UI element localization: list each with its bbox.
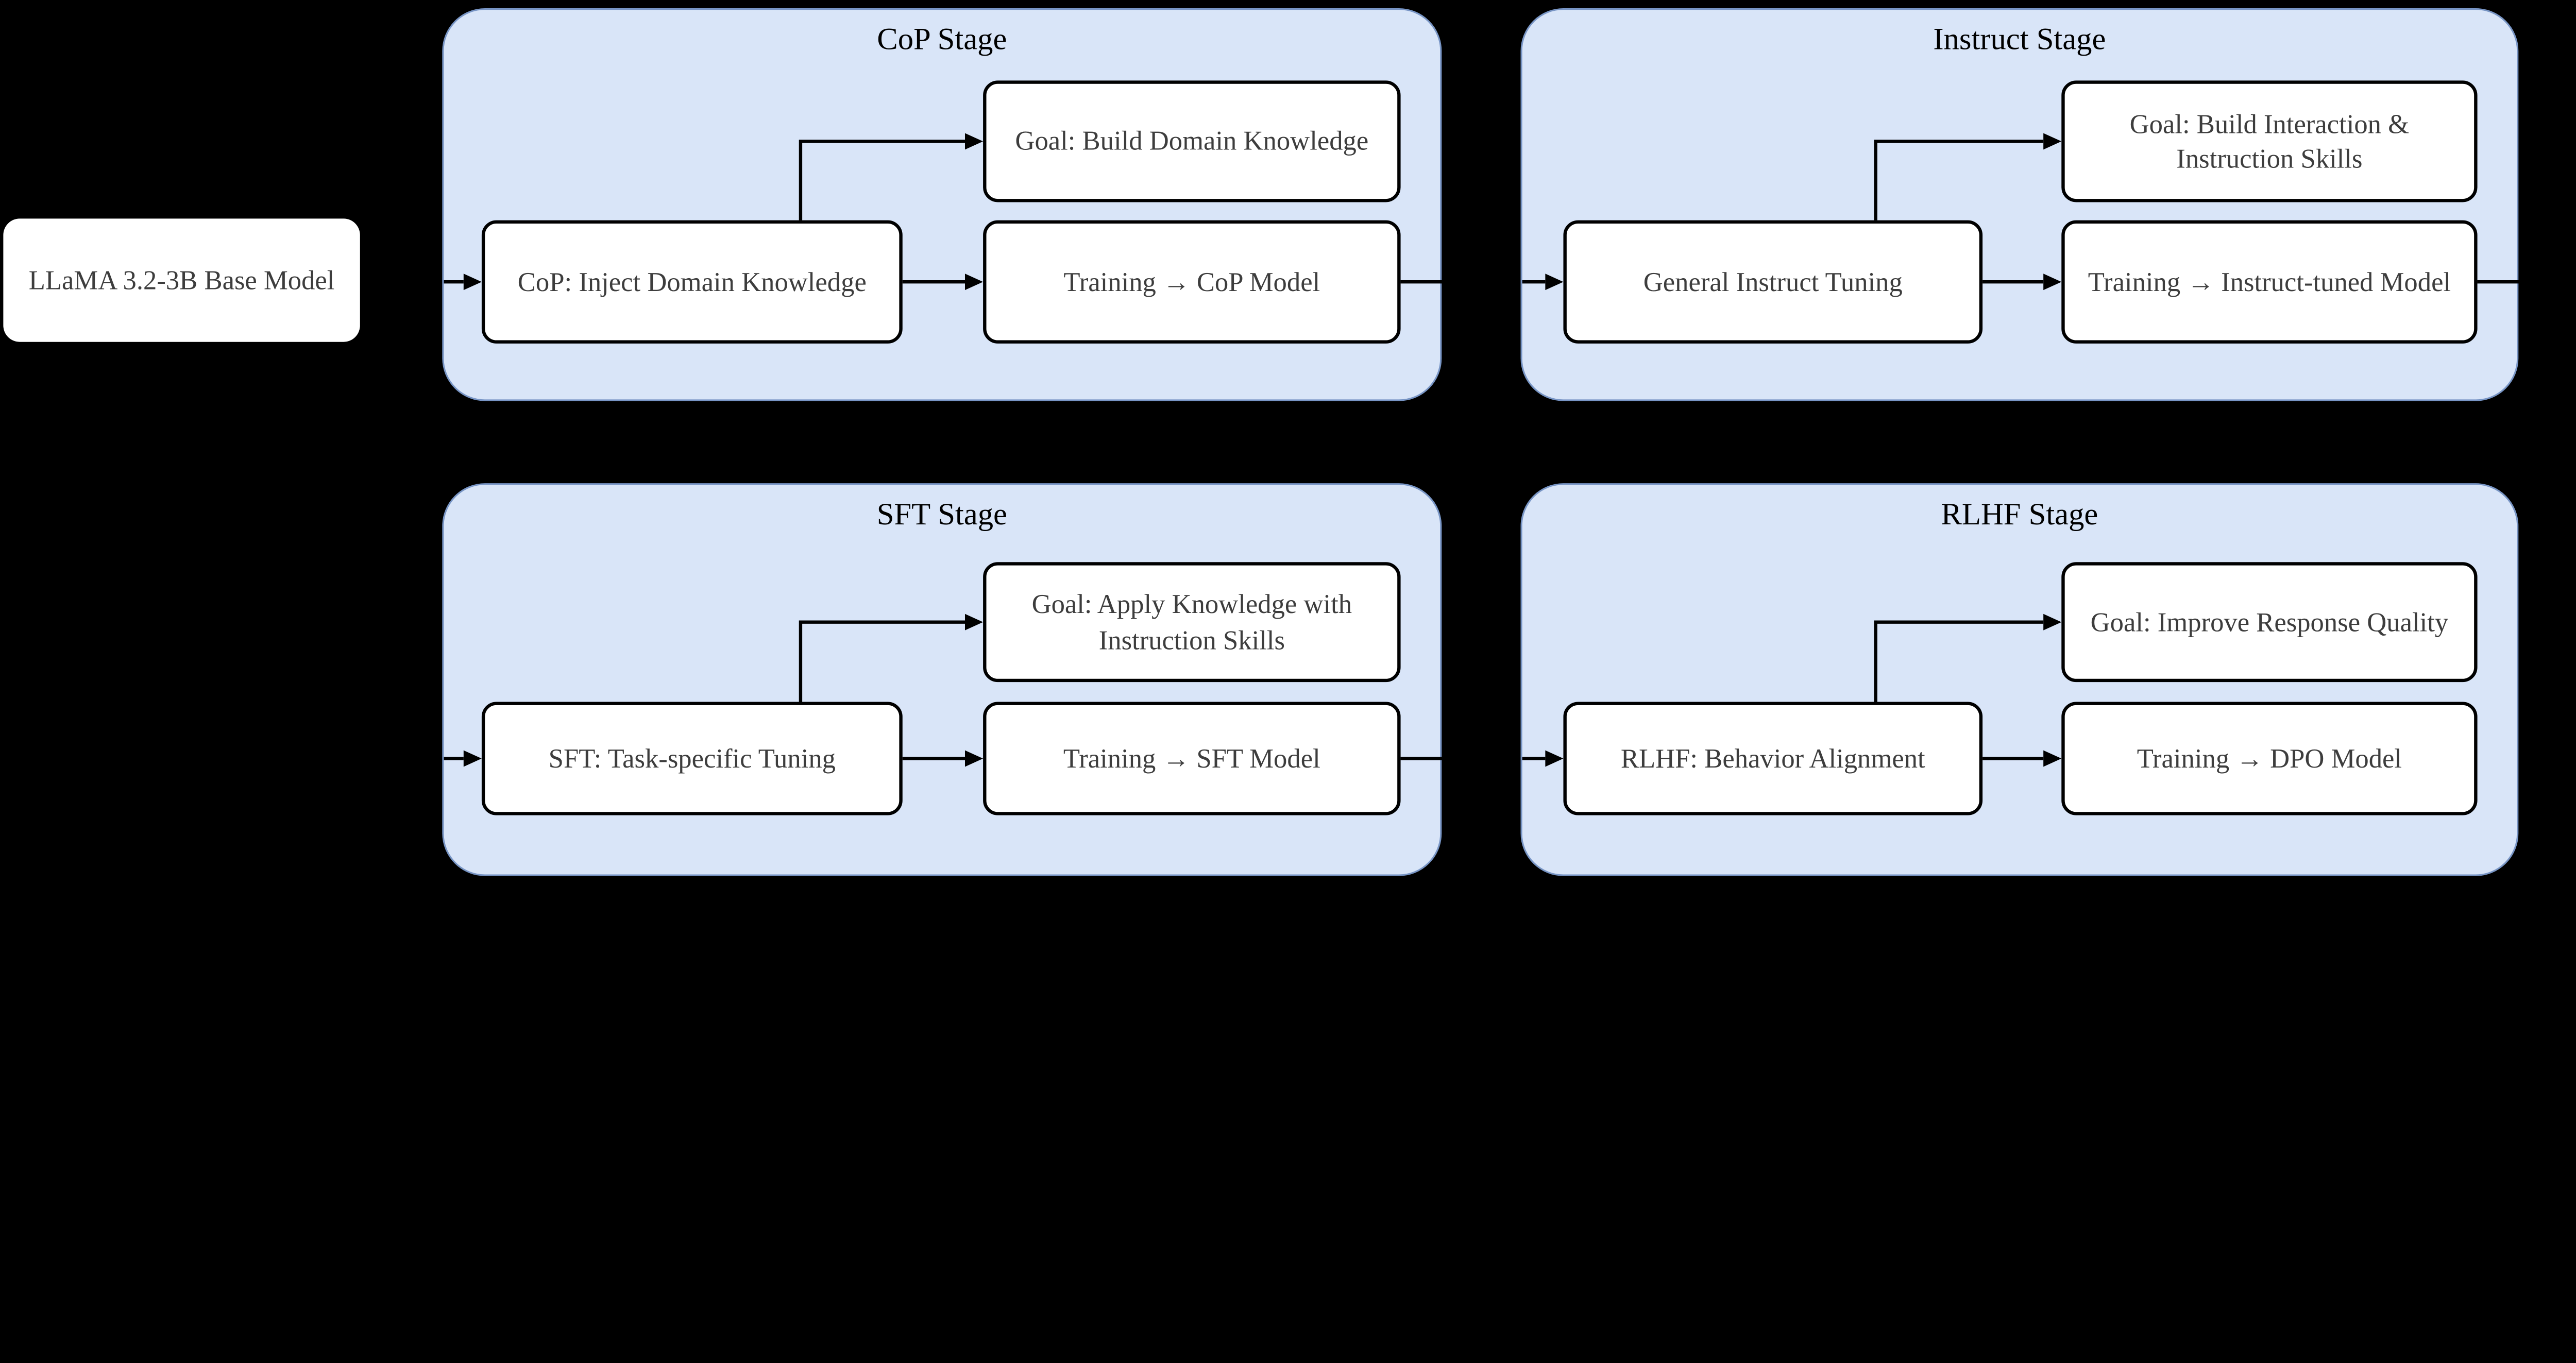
edge-elbow-to-goal-line [1874,140,2044,220]
base-model-node: LLaMA 3.2-3B Base Model [3,218,360,342]
node-sft-goal: Goal: Apply Knowledge with Instruction S… [983,562,1401,683]
stage-sft: SFT Stage SFT: Task-specific Tuning Goal… [442,483,1444,876]
edge-main-to-training-arrowhead [2043,750,2062,767]
edge-elbow-to-goal-line [1874,620,2044,702]
node-cop-training-label: Training → CoP Model [1063,266,1320,297]
flowchart-canvas: LLaMA 3.2-3B Base Model CoP Stage CoP: I… [3,8,2520,876]
edge-entry-arrowhead [463,750,482,767]
stage-cop-edges [444,133,1444,291]
node-cop-goal: Goal: Build Domain Knowledge [983,80,1401,202]
node-cop-goal-label: Goal: Build Domain Knowledge [1015,125,1369,157]
node-sft-training-label: Training → SFT Model [1063,742,1320,774]
node-cop-main: CoP: Inject Domain Knowledge [481,220,903,344]
node-instruct-training-label: Training → Instruct-tuned Model [2088,266,2451,297]
node-sft-main: SFT: Task-specific Tuning [481,702,903,815]
node-rlhf-main-label: RLHF: Behavior Alignment [1620,742,1925,774]
node-instruct-goal: Goal: Build Interaction & Instruction Sk… [2061,80,2478,202]
stage-cop-title: CoP Stage [877,23,1007,58]
node-sft-main-label: SFT: Task-specific Tuning [548,742,836,774]
node-instruct-main-label: General Instruct Tuning [1643,266,1903,297]
node-sft-training: Training → SFT Model [983,702,1401,815]
edge-main-to-training-arrowhead [2043,274,2062,291]
edge-entry-arrowhead [1545,274,1564,291]
edge-elbow-to-goal-arrowhead [965,614,984,631]
node-rlhf-goal: Goal: Improve Response Quality [2061,562,2478,683]
stage-cop: CoP Stage CoP: Inject Domain Knowledge G… [442,8,1444,401]
edge-elbow-to-goal-arrowhead [965,133,984,150]
node-instruct-main: General Instruct Tuning [1563,220,1983,344]
edge-elbow-to-goal-line [799,140,965,220]
node-cop-training: Training → CoP Model [983,220,1401,344]
stage-instruct-title: Instruct Stage [1933,23,2106,58]
edge-elbow-to-goal-line [799,620,965,702]
node-rlhf-training-label: Training → DPO Model [2137,742,2402,774]
node-instruct-goal-label: Goal: Build Interaction & Instruction Sk… [2129,108,2410,175]
stage-instruct-edges [1522,133,2520,291]
node-cop-main-label: CoP: Inject Domain Knowledge [517,266,867,297]
base-model-label: LLaMA 3.2-3B Base Model [28,264,335,295]
stage-sft-edges [444,614,1444,767]
node-rlhf-main: RLHF: Behavior Alignment [1563,702,1983,815]
edge-entry-arrowhead [463,274,482,291]
edge-entry-arrowhead [1545,750,1564,767]
node-rlhf-goal-label: Goal: Improve Response Quality [2090,606,2449,638]
stage-rlhf-edges [1522,614,2062,767]
stage-rlhf-title: RLHF Stage [1941,498,2098,533]
edge-main-to-training-arrowhead [965,274,984,291]
edge-main-to-training-arrowhead [965,750,984,767]
edge-elbow-to-goal-arrowhead [2043,133,2062,150]
stage-sft-title: SFT Stage [876,498,1007,533]
stage-rlhf: RLHF Stage RLHF: Behavior Alignment Goal… [1520,483,2519,876]
node-rlhf-training: Training → DPO Model [2061,702,2478,815]
stage-instruct: Instruct Stage General Instruct Tuning G… [1520,8,2520,401]
edge-elbow-to-goal-arrowhead [2043,614,2062,631]
node-sft-goal-label: Goal: Apply Knowledge with Instruction S… [1031,588,1352,655]
node-instruct-training: Training → Instruct-tuned Model [2061,220,2478,344]
